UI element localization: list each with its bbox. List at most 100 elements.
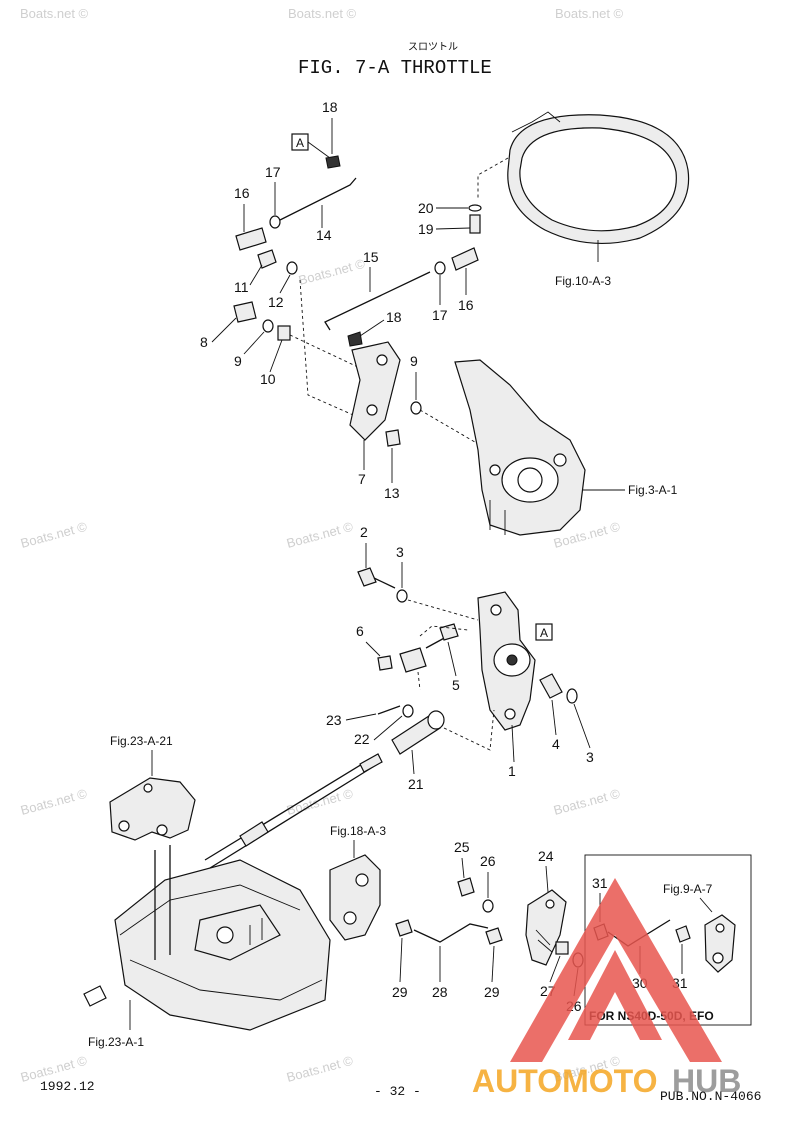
part-number: 29 (484, 984, 500, 1000)
cable-end (239, 821, 269, 847)
ref-fig23-21: Fig.23-A-21 (110, 734, 173, 748)
watermark: Boats.net © (555, 6, 624, 21)
collar-part (539, 673, 563, 699)
ref-fig10: Fig.10-A-3 (555, 274, 611, 288)
rod-end (235, 227, 267, 251)
part-18-clip (347, 331, 363, 347)
part-number: 12 (268, 294, 284, 310)
leader (407, 599, 479, 621)
nut-part (269, 215, 281, 229)
part-number: 21 (408, 776, 424, 792)
footer-page: - 32 - (374, 1084, 421, 1099)
rod-joint-eye (427, 710, 445, 730)
part-number: 17 (265, 164, 281, 180)
leader (243, 331, 265, 355)
lever-hole (366, 404, 378, 416)
part-number: 7 (358, 471, 366, 487)
bracket-hole (118, 820, 130, 832)
part-number: 20 (418, 200, 434, 216)
leader (299, 279, 361, 419)
washer-part (566, 688, 578, 704)
throttle-cable (209, 764, 377, 869)
part-number: 25 (454, 839, 470, 855)
ref-fig9: Fig.9-A-7 (663, 882, 713, 896)
ref-fig3: Fig.3-A-1 (628, 483, 678, 497)
leader (491, 945, 495, 983)
lever-hole (490, 604, 502, 616)
leader (573, 703, 591, 749)
watermark: Boats.net © (285, 519, 355, 551)
part-number: 28 (432, 984, 448, 1000)
collar-part (555, 941, 569, 955)
leader (549, 955, 561, 983)
part-number: 17 (432, 307, 448, 323)
rod-end (451, 247, 479, 271)
carburetor-bracket (454, 359, 586, 536)
leader (269, 339, 283, 373)
lever-hole (545, 899, 555, 909)
bracket-hole (143, 783, 153, 793)
leader (435, 207, 471, 230)
part-number: 19 (418, 221, 434, 237)
part-number: 3 (396, 544, 404, 560)
washer-part (402, 704, 414, 718)
bracket-hole (553, 453, 567, 467)
throttle-lever-7 (349, 341, 401, 441)
bracket-bore (517, 467, 543, 493)
part-number: 18 (322, 99, 338, 115)
leader (279, 274, 291, 294)
bolt-part (439, 623, 459, 641)
washer-part (410, 401, 422, 415)
watermark: Boats.net © (297, 256, 367, 288)
part-number: 16 (234, 185, 250, 201)
leader (249, 264, 263, 286)
leader (359, 319, 385, 337)
leader (373, 715, 403, 741)
link-joint (399, 647, 427, 673)
logo-inner-triangle-icon (568, 950, 662, 1040)
ref-a-top: A (296, 136, 304, 150)
part-number: 1 (508, 763, 516, 779)
title-kana: スロツトル (408, 42, 458, 53)
leader (545, 865, 549, 893)
washer-part (286, 261, 298, 275)
cam-center (506, 654, 518, 666)
washer-part (396, 589, 408, 603)
throttle-cable (204, 757, 373, 861)
part-number: 6 (356, 623, 364, 639)
rod-joint (675, 925, 691, 943)
lower-cowling (114, 845, 331, 1031)
watermark: Boats.net © (19, 519, 89, 551)
leader (511, 724, 515, 763)
part-number: 3 (586, 749, 594, 765)
ref-a-mid: A (540, 626, 548, 640)
leader (289, 334, 361, 369)
part-number: 23 (326, 712, 342, 728)
part-number: 15 (363, 249, 379, 265)
part-number: 2 (360, 524, 368, 540)
part-number: 13 (384, 485, 400, 501)
link-rod-28 (413, 923, 489, 943)
leader (443, 709, 495, 751)
part-number: 31 (592, 875, 608, 891)
ref-box-a (535, 623, 553, 641)
part-number: 9 (234, 353, 242, 369)
logo-text-hub: HUB (672, 1063, 741, 1099)
part-number: 18 (386, 309, 402, 325)
pin-part (83, 985, 107, 1007)
watermark: Boats.net © (20, 6, 89, 21)
footer-date: 1992.12 (40, 1079, 95, 1094)
leader (699, 897, 713, 913)
bolt-part (257, 249, 277, 269)
leader (551, 699, 557, 736)
part-number: 29 (392, 984, 408, 1000)
washer-part (262, 319, 274, 333)
part-number: 10 (260, 371, 276, 387)
washer-part (482, 899, 494, 913)
bracket-hole (489, 464, 501, 476)
watermark: Boats.net © (552, 786, 622, 818)
collar-part (277, 325, 291, 341)
part-number: 24 (538, 848, 554, 864)
part-number: 16 (458, 297, 474, 313)
